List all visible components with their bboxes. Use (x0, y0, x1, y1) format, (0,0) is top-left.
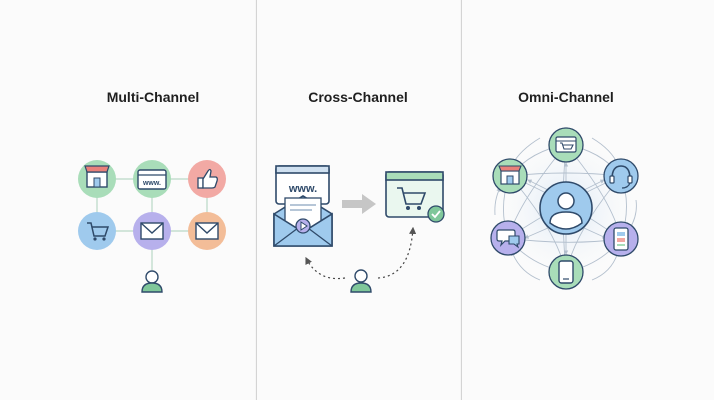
headset-icon (603, 158, 639, 194)
web-www-label: www. (142, 180, 161, 187)
store-icon (492, 158, 528, 194)
email-icon (133, 212, 171, 250)
user-icon (350, 269, 372, 293)
chat-icon (490, 220, 526, 256)
divider-right (461, 0, 462, 400)
mobile-browser-icon (603, 221, 639, 257)
email-icon (273, 195, 333, 247)
multi-channel-title: Multi-Channel (106, 89, 200, 105)
omni-channel-diagram (490, 127, 641, 290)
web-icon: www. (133, 160, 171, 198)
mobile-phone-icon (548, 254, 584, 290)
dotted-arrow-left (305, 256, 346, 280)
shopping-cart-icon (548, 127, 584, 163)
dotted-arrow-right (377, 226, 417, 279)
user-icon (141, 270, 163, 293)
multi-channel-diagram: www. (78, 160, 226, 293)
store-icon (78, 160, 116, 198)
cross-channel-diagram: www. (273, 165, 445, 293)
cross-channel-title: Cross-Channel (308, 89, 408, 105)
email-icon-orange (188, 212, 226, 250)
divider-left (256, 0, 257, 400)
multi-channel-panel (0, 0, 255, 400)
shopping-cart-icon (78, 212, 116, 250)
thumbs-up-icon (188, 160, 226, 198)
checkout-browser-icon (385, 171, 445, 223)
arrow-right-icon (342, 194, 376, 214)
omni-channel-title: Omni-Channel (518, 89, 614, 105)
user-icon (539, 181, 593, 235)
browser-www-label: www. (288, 183, 317, 195)
